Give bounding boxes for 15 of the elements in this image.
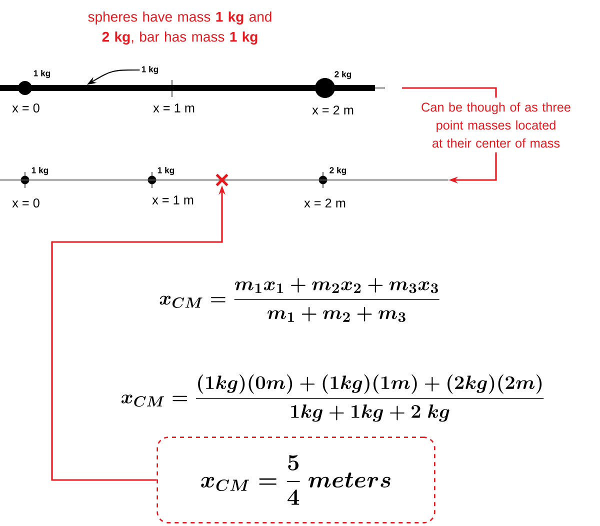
result-box: $x_{CM} = \frac{5}{4}\ meters$: [156, 436, 436, 524]
equation: $x_{CM} = \frac{m_1x_1 + m_2x_2 + m_3x_3}{m_1 + m_2 + m_3}$: [160, 278, 440, 322]
position-label: x = 0: [12, 198, 40, 208]
position-label: x = 0: [12, 104, 40, 112]
position-label: x = 2 m: [304, 198, 346, 208]
cross-mark: [215, 173, 229, 187]
annotation-text: spheres have mass 1 kg and 2 kg, bar has mass 1 kg: [88, 11, 272, 45]
connector-line: [402, 87, 497, 98]
position-label: x = 1 m: [153, 104, 194, 112]
bar-label: 1 kg: [142, 66, 158, 74]
equation: $x_{CM} = \frac{(1kg)(0m) + (1kg)(1m) + (2kg)(2m)}{1kg + 1kg + 2\ kg}$: [121, 374, 544, 422]
note-text: Can be though of as three point masses located at their center of mass: [422, 102, 570, 148]
position-label: x = 1 m: [152, 196, 194, 204]
position-label: x = 2 m: [312, 106, 354, 114]
axis-line: [0, 179, 448, 181]
